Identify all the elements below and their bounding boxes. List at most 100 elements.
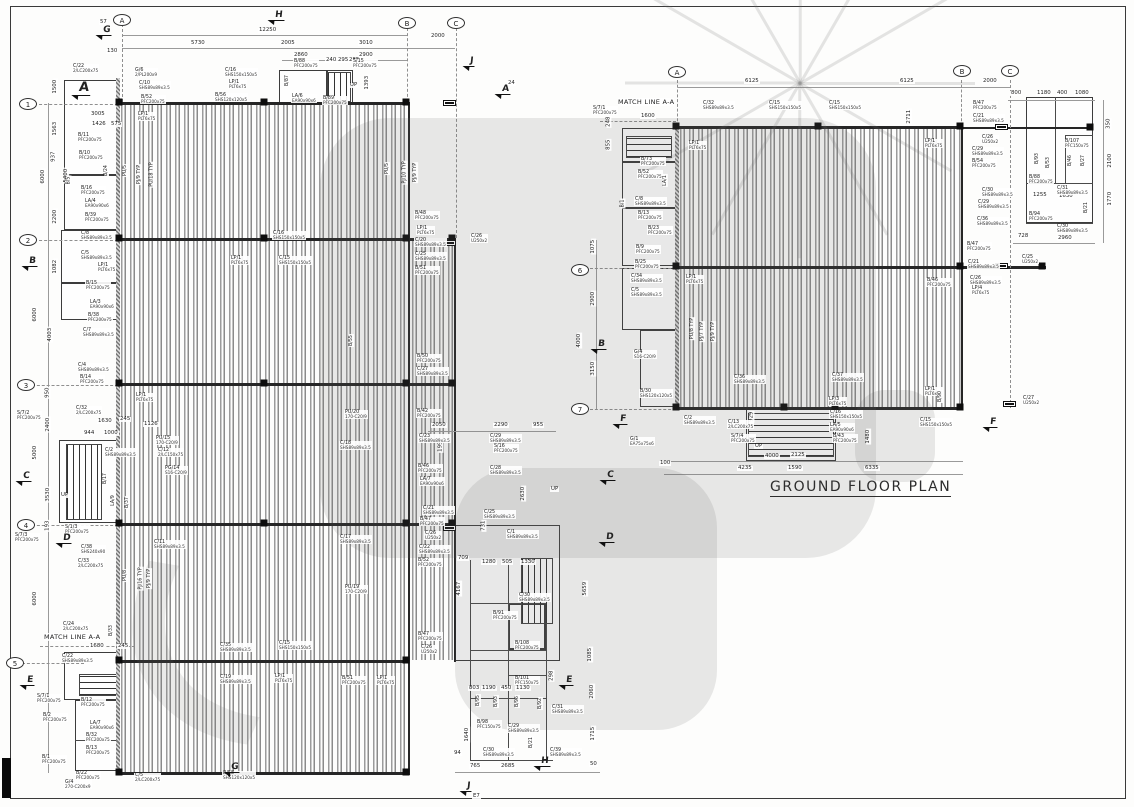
- section-flag-triangle: [494, 94, 502, 99]
- dimension-text: 2860: [293, 52, 309, 59]
- section-flag-triangle: [459, 791, 467, 796]
- callout-mark: C/22: [419, 545, 431, 550]
- callout-mark: B/88: [294, 59, 306, 64]
- callout-size: U250x2: [982, 139, 999, 145]
- section-flag-triangle: [15, 481, 23, 486]
- column-node: [115, 379, 123, 387]
- callout-size: SHS89x89x3.5: [968, 264, 999, 270]
- callout-mark: LP/1: [138, 112, 149, 117]
- callout-size: U250x2: [471, 238, 488, 244]
- callout-mark: B/11: [78, 133, 90, 138]
- callout-mark: C/18: [340, 441, 352, 446]
- member-callout-vertical: B/93: [1034, 152, 1041, 166]
- stair-treads: [748, 413, 834, 457]
- callout-size: PFC200x75: [37, 698, 61, 704]
- callout-size: SHS89x89x3.5: [417, 371, 448, 377]
- column-node: [448, 519, 456, 527]
- callout-size: PFC200x75: [638, 174, 662, 180]
- callout-size: SHS89x89x3.5: [419, 549, 450, 555]
- column-node: [260, 234, 268, 242]
- callout-mark: C/29: [978, 200, 990, 205]
- beam-line: [454, 238, 456, 662]
- dimension-text: 1130: [515, 685, 531, 692]
- section-flag-triangle: [599, 480, 607, 485]
- dimension-text: UP: [60, 492, 70, 499]
- dimension-text: 2000: [430, 33, 446, 40]
- binding-mark: [2, 758, 11, 798]
- callout-size: 2/LC200x75: [135, 777, 161, 783]
- callout-mark: LP/1: [231, 256, 242, 261]
- column-node: [448, 234, 456, 242]
- grid-bubble-b: B: [398, 17, 416, 29]
- callout-mark: C/39: [550, 748, 562, 753]
- grid-centerline: [590, 409, 676, 410]
- column-node: [115, 768, 123, 776]
- dimension-line: [678, 87, 1010, 88]
- wall-hatch: [116, 78, 120, 775]
- callout-size: SHS89x89x3.5: [490, 470, 521, 476]
- beam-line: [118, 660, 410, 663]
- callout-mark: S/15: [353, 59, 364, 64]
- callout-mark: C/26: [425, 531, 437, 536]
- member-callout-vertical: B/46: [1067, 154, 1074, 168]
- grid-bubble-7: 7: [571, 403, 589, 415]
- dimension-text: 731: [480, 519, 487, 532]
- member-callout-vertical: PJ/9 TYP: [147, 567, 153, 590]
- callout-size: SHS89x89x3.5: [340, 445, 371, 451]
- dimension-text: 803: [468, 685, 481, 692]
- callout-mark: C/22: [73, 64, 85, 69]
- callout-size: PFC200x75: [638, 215, 662, 221]
- dimension-text: 6125: [899, 78, 915, 85]
- callout-size: PFC200x75: [415, 270, 439, 276]
- member-callout-vertical: B/5: [66, 175, 72, 186]
- callout-size: PFC200x75: [86, 737, 110, 743]
- column-node: [956, 262, 964, 270]
- column-node: [260, 379, 268, 387]
- callout-mark: C/24: [63, 622, 75, 627]
- callout-mark: B/47: [967, 242, 979, 247]
- callout-size: PFC200x75: [418, 468, 442, 474]
- callout-mark: C/30: [483, 748, 495, 753]
- dimension-text: 12250: [258, 27, 278, 34]
- callout-mark: LP/1: [98, 263, 109, 268]
- callout-mark: C/15: [279, 256, 291, 261]
- callout-size: U250x2: [1022, 259, 1039, 265]
- stair-treads: [626, 136, 672, 158]
- dimension-text: 2900: [358, 52, 374, 59]
- stair-treads: [79, 674, 119, 696]
- callout-size: SHS150x150x5: [225, 72, 258, 78]
- callout-size: SHS89x89x3.5: [154, 544, 185, 550]
- callout-mark: C/15: [920, 418, 932, 423]
- callout-mark: C/5: [631, 288, 640, 293]
- dimension-text: 248: [605, 115, 612, 128]
- callout-size: SHS89x89x3.5: [832, 377, 863, 383]
- callout-size: EA90x90x6: [830, 427, 854, 433]
- callout-size: SHS89x89x3.5: [631, 278, 662, 284]
- grid-centerline: [34, 104, 118, 105]
- callout-size: PFC200x75: [641, 161, 665, 167]
- callout-mark: B/101: [515, 676, 530, 681]
- section-flag-triangle: [558, 685, 566, 690]
- callout-size: EA90x90x6: [85, 203, 109, 209]
- member-callout-vertical: PJ/9 TYP: [137, 163, 143, 186]
- callout-size: PFC200x75: [648, 230, 672, 236]
- callout-mark: B/25: [635, 260, 647, 265]
- member-callout-vertical: B/93: [493, 695, 500, 709]
- grid-centerline: [456, 28, 457, 238]
- section-flag-b: B: [21, 256, 39, 271]
